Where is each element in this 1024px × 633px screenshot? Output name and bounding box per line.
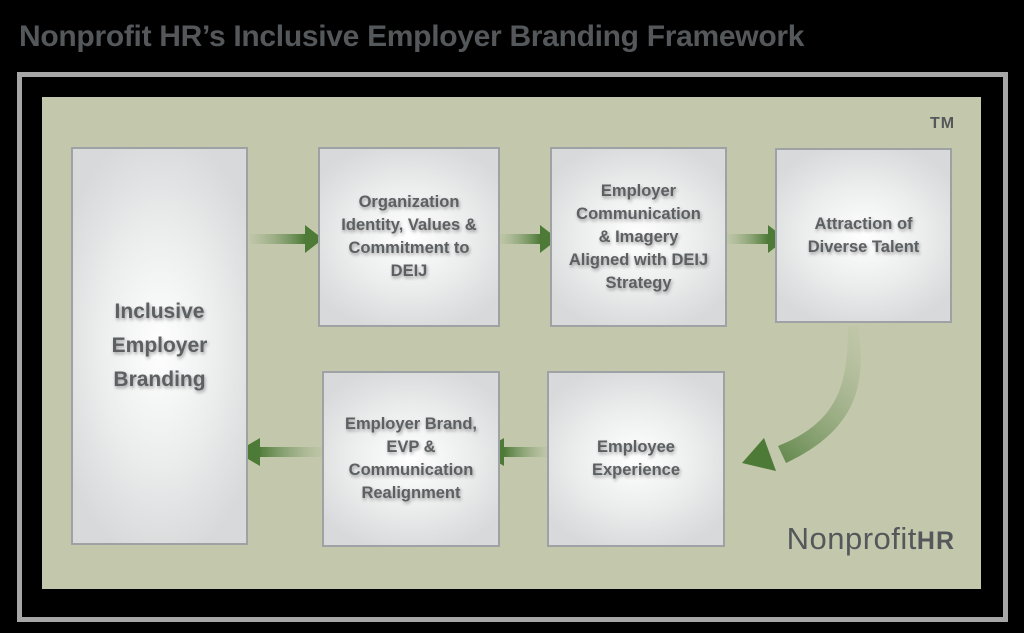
nonprofit-hr-logo: NonprofitHR [787, 521, 955, 557]
box-label-employee-experience: Employee Experience [591, 438, 681, 479]
arrow-organization-identity-to-employer-communication [500, 225, 558, 253]
logo-wordmark: Nonprofit [786, 521, 917, 556]
diagram-panel: TM Inclusive Employer Branding Organizat… [42, 97, 981, 589]
arrow-employer-brand-to-hub [236, 438, 322, 466]
arrow-attraction-to-employee-experience [742, 326, 861, 471]
box-attraction-diverse-talent: Attraction of Diverse Talent [775, 148, 952, 323]
box-organization-identity: Organization Identity, Values & Commitme… [318, 147, 500, 327]
trademark-symbol: TM [930, 115, 956, 132]
box-employer-brand-evp: Employer Brand, EVP & Communication Real… [322, 371, 500, 547]
box-label-inclusive-employer-branding: Inclusive Employer Branding [111, 300, 208, 391]
logo-hr-suffix: HR [916, 527, 955, 555]
arrow-hub-to-organization-identity [250, 225, 323, 253]
box-employee-experience: Employee Experience [547, 371, 725, 547]
box-inclusive-employer-branding: Inclusive Employer Branding [71, 147, 248, 545]
box-label-organization-identity: Organization Identity, Values & Commitme… [341, 193, 477, 280]
page-title: Nonprofit HR’s Inclusive Employer Brandi… [19, 20, 805, 53]
box-label-attraction-diverse-talent: Attraction of Diverse Talent [807, 214, 920, 256]
box-employer-communication: Employer Communication & Imagery Aligned… [550, 147, 727, 327]
box-label-employer-brand-evp: Employer Brand, EVP & Communication Real… [344, 415, 478, 502]
box-label-employer-communication: Employer Communication & Imagery Aligned… [568, 181, 709, 292]
